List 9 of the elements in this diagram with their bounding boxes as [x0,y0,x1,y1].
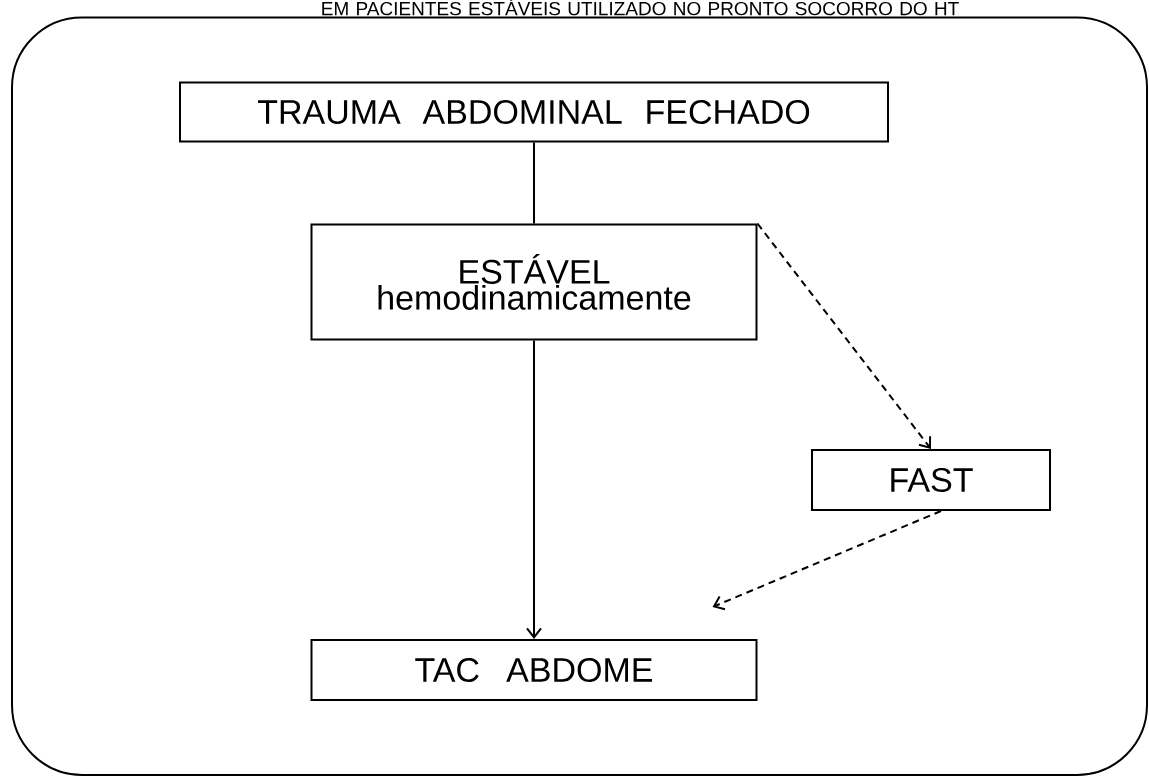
process-box: TAC ABDOME [310,639,758,701]
connector-line [533,141,535,225]
arrow [712,510,942,611]
process-box: TRAUMA ABDOMINAL FECHADO [179,81,889,143]
process-box: FAST [811,449,1051,511]
arrow [526,339,542,639]
process-box: ESTÁVEL hemodinamicamente [310,223,758,341]
arrow [756,222,932,449]
rounded-frame [11,16,1148,776]
